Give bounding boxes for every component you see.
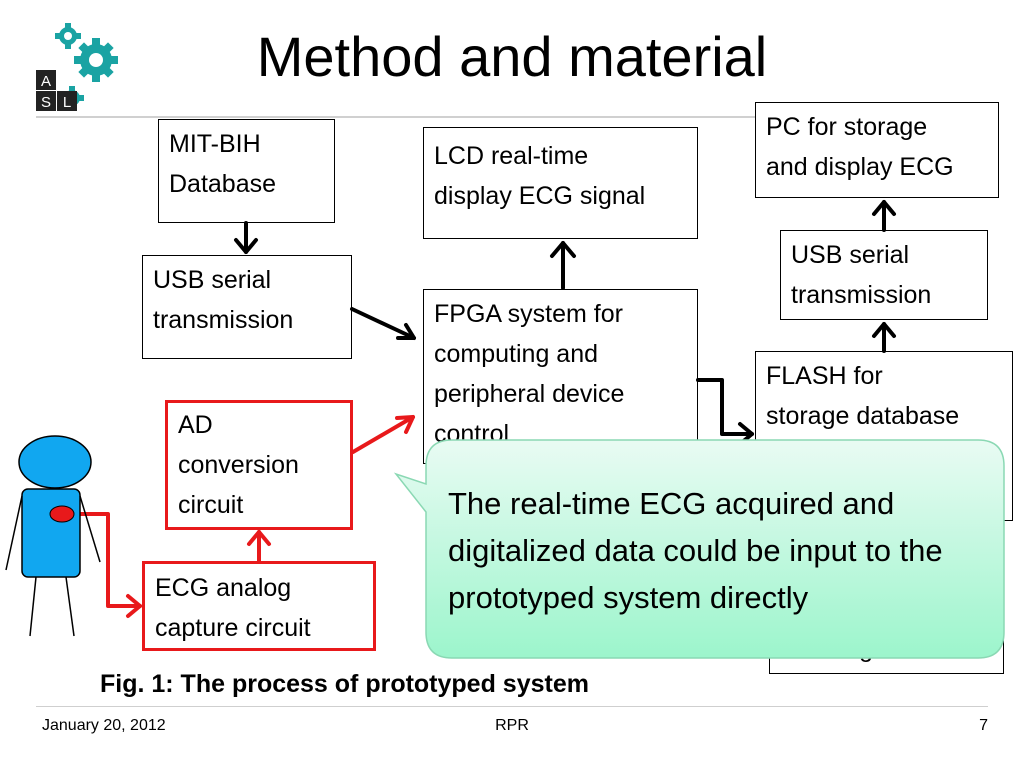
logo-letter-s: S (41, 94, 51, 111)
person-figure (5, 435, 101, 637)
arrow-mitbih-to-usb (234, 221, 258, 254)
page-number: 7 (979, 717, 988, 734)
pc-storage-box: PC for storage and display ECG (755, 102, 999, 198)
arrow-usb-to-fpga (350, 307, 416, 340)
footer-divider (36, 706, 988, 707)
arrow-ad-to-fpga (351, 415, 415, 454)
arrow-fpga-to-lcd (550, 241, 576, 290)
lcd-display-box: LCD real-time display ECG signal (423, 127, 698, 239)
footer-date: January 20, 2012 (42, 717, 166, 734)
asl-logo: A S L (34, 20, 124, 112)
ad-conversion-box: AD conversion circuit (165, 400, 353, 530)
heart-icon (49, 505, 75, 523)
slide-title: Method and material (256, 25, 768, 88)
title-divider (36, 116, 988, 118)
arrow-heart-to-capture (70, 512, 142, 618)
logo-letter-tiles: A S L (36, 70, 77, 111)
callout-bubble (393, 439, 1005, 659)
figure-caption: Fig. 1: The process of prototyped system (100, 670, 589, 698)
mit-bih-database-box: MIT-BIH Database (158, 119, 335, 223)
callout-text: The real-time ECG acquired and digitaliz… (448, 486, 943, 615)
usb-serial-right-box: USB serial transmission (780, 230, 988, 320)
arrow-flash-to-usb (872, 322, 896, 353)
fpga-system-box: FPGA system for computing and peripheral… (423, 289, 698, 464)
person-head (18, 435, 92, 489)
logo-letter-l: L (63, 94, 71, 111)
arrow-capture-to-ad (247, 530, 271, 563)
gear-icon (55, 23, 81, 49)
arrow-usb-to-pc (872, 200, 896, 232)
usb-serial-left-box: USB serial transmission (142, 255, 352, 359)
arrow-fpga-to-flash (696, 378, 754, 446)
logo-letter-a: A (41, 73, 51, 90)
person-body (21, 488, 81, 578)
footer-center: RPR (495, 717, 529, 734)
